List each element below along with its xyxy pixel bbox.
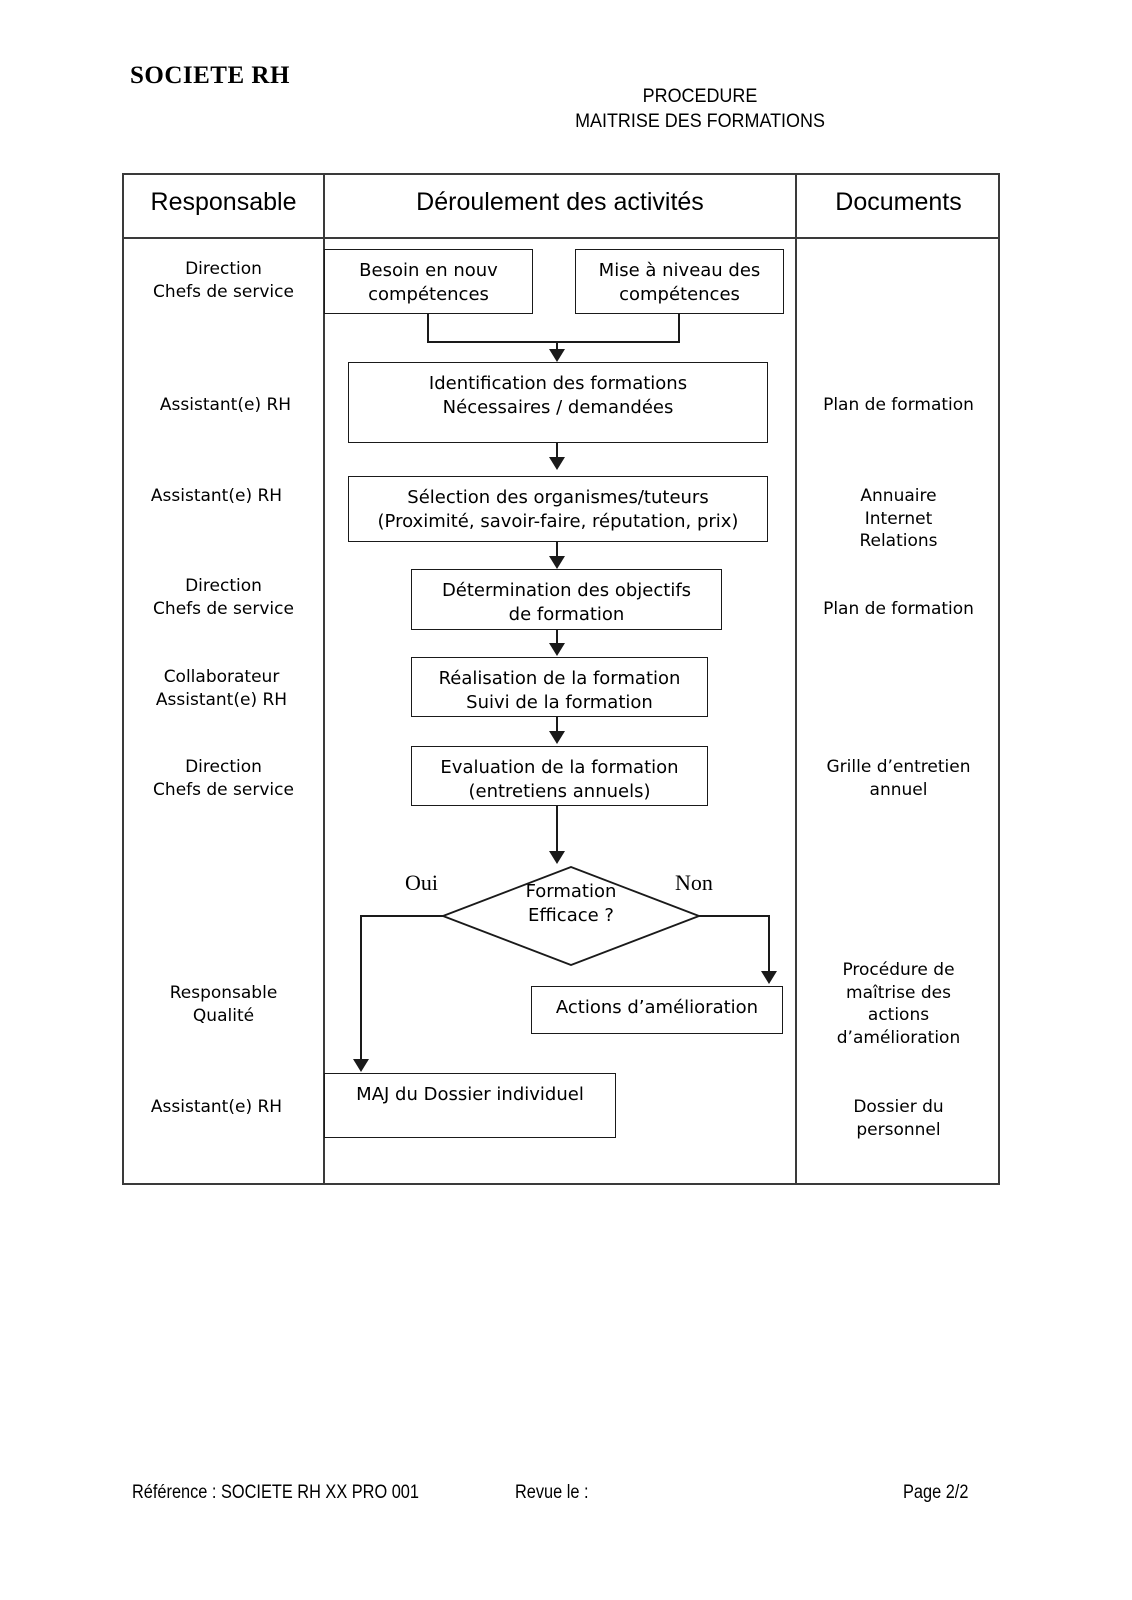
connector-oui-vertical [360,915,362,1063]
flow-box-actions: Actions d’amélioration [531,986,783,1034]
decision-diamond [442,866,700,966]
column-header-responsable: Responsable [150,188,297,216]
connector-besoin-stem [427,314,429,343]
connector-mise-stem [678,314,680,343]
connector-non-horizontal [698,915,770,917]
flow-box-maj: MAJ du Dossier individuel [324,1073,616,1138]
footer-revue-label: Revue le : [515,1482,589,1503]
document-entry-4: Grille d’entretien annuel [826,757,971,800]
responsable-entry-8: Assistant(e) RH [150,1097,283,1117]
document-entry-6: Dossier du personnel [853,1097,944,1140]
branch-label-oui: Oui [405,870,438,895]
connector-selection-determination [556,542,558,564]
document-title-line1: PROCEDURE [642,85,758,107]
connector-oui-horizontal [360,915,444,917]
document-title-line2: MAITRISE DES FORMATIONS [575,110,825,132]
responsable-entry-6: Direction Chefs de service [153,757,294,800]
flow-box-besoin: Besoin en nouv compétences [324,249,533,314]
responsable-entry-1: Direction Chefs de service [153,259,294,302]
column-header-deroulement: Déroulement des activités [416,188,704,216]
document-entry-1: Plan de formation [823,395,974,415]
arrowhead-into-evaluation [549,731,565,744]
connector-merge-down [556,341,558,353]
arrowhead-into-decision [549,851,565,864]
footer-reference: Référence : SOCIETE RH XX PRO 001 [132,1482,419,1503]
flow-box-identification: Identification des formations Nécessaire… [348,362,768,443]
responsable-entry-2: Assistant(e) RH [159,395,292,415]
arrowhead-into-selection [549,457,565,470]
responsable-entry-7: Responsable Qualité [169,983,278,1026]
header-row-divider [122,237,1000,239]
arrowhead-into-realisation [549,643,565,656]
connector-non-vertical [768,915,770,975]
column-divider-2 [795,173,797,1185]
connector-merge-bar [427,341,680,343]
document-title: PROCEDURE MAITRISE DES FORMATIONS [488,84,911,134]
connector-determination-realisation [556,630,558,650]
connector-realisation-evaluation [556,717,558,738]
document-entry-5: Procédure de maîtrise des actions d’amél… [836,960,961,1048]
responsable-entry-4: Direction Chefs de service [153,576,294,619]
procedure-table-frame [122,173,1000,1185]
column-header-documents: Documents [835,188,962,216]
footer-page-number: Page 2/2 [903,1482,969,1503]
document-entry-2: Annuaire Internet Relations [859,486,938,551]
flow-box-mise-a-niveau: Mise à niveau des compétences [575,249,784,314]
flow-box-evaluation: Evaluation de la formation (entretiens a… [411,746,708,806]
connector-evaluation-decision [556,806,558,854]
document-entry-3: Plan de formation [823,599,974,619]
arrowhead-into-identification [549,349,565,362]
company-name: SOCIETE RH [130,62,290,89]
flow-box-realisation: Réalisation de la formation Suivi de la … [411,657,708,717]
arrowhead-oui-into-maj [353,1059,369,1072]
arrowhead-non-into-actions [761,971,777,984]
branch-label-non: Non [675,870,713,895]
connector-identification-selection [556,443,558,465]
flow-box-selection: Sélection des organismes/tuteurs (Proxim… [348,476,768,542]
responsable-entry-5: Collaborateur Assistant(e) RH [155,667,288,710]
flow-box-determination: Détermination des objectifs de formation [411,569,722,630]
arrowhead-into-determination [549,556,565,569]
responsable-entry-3: Assistant(e) RH [150,486,283,506]
column-divider-1 [323,173,325,1185]
